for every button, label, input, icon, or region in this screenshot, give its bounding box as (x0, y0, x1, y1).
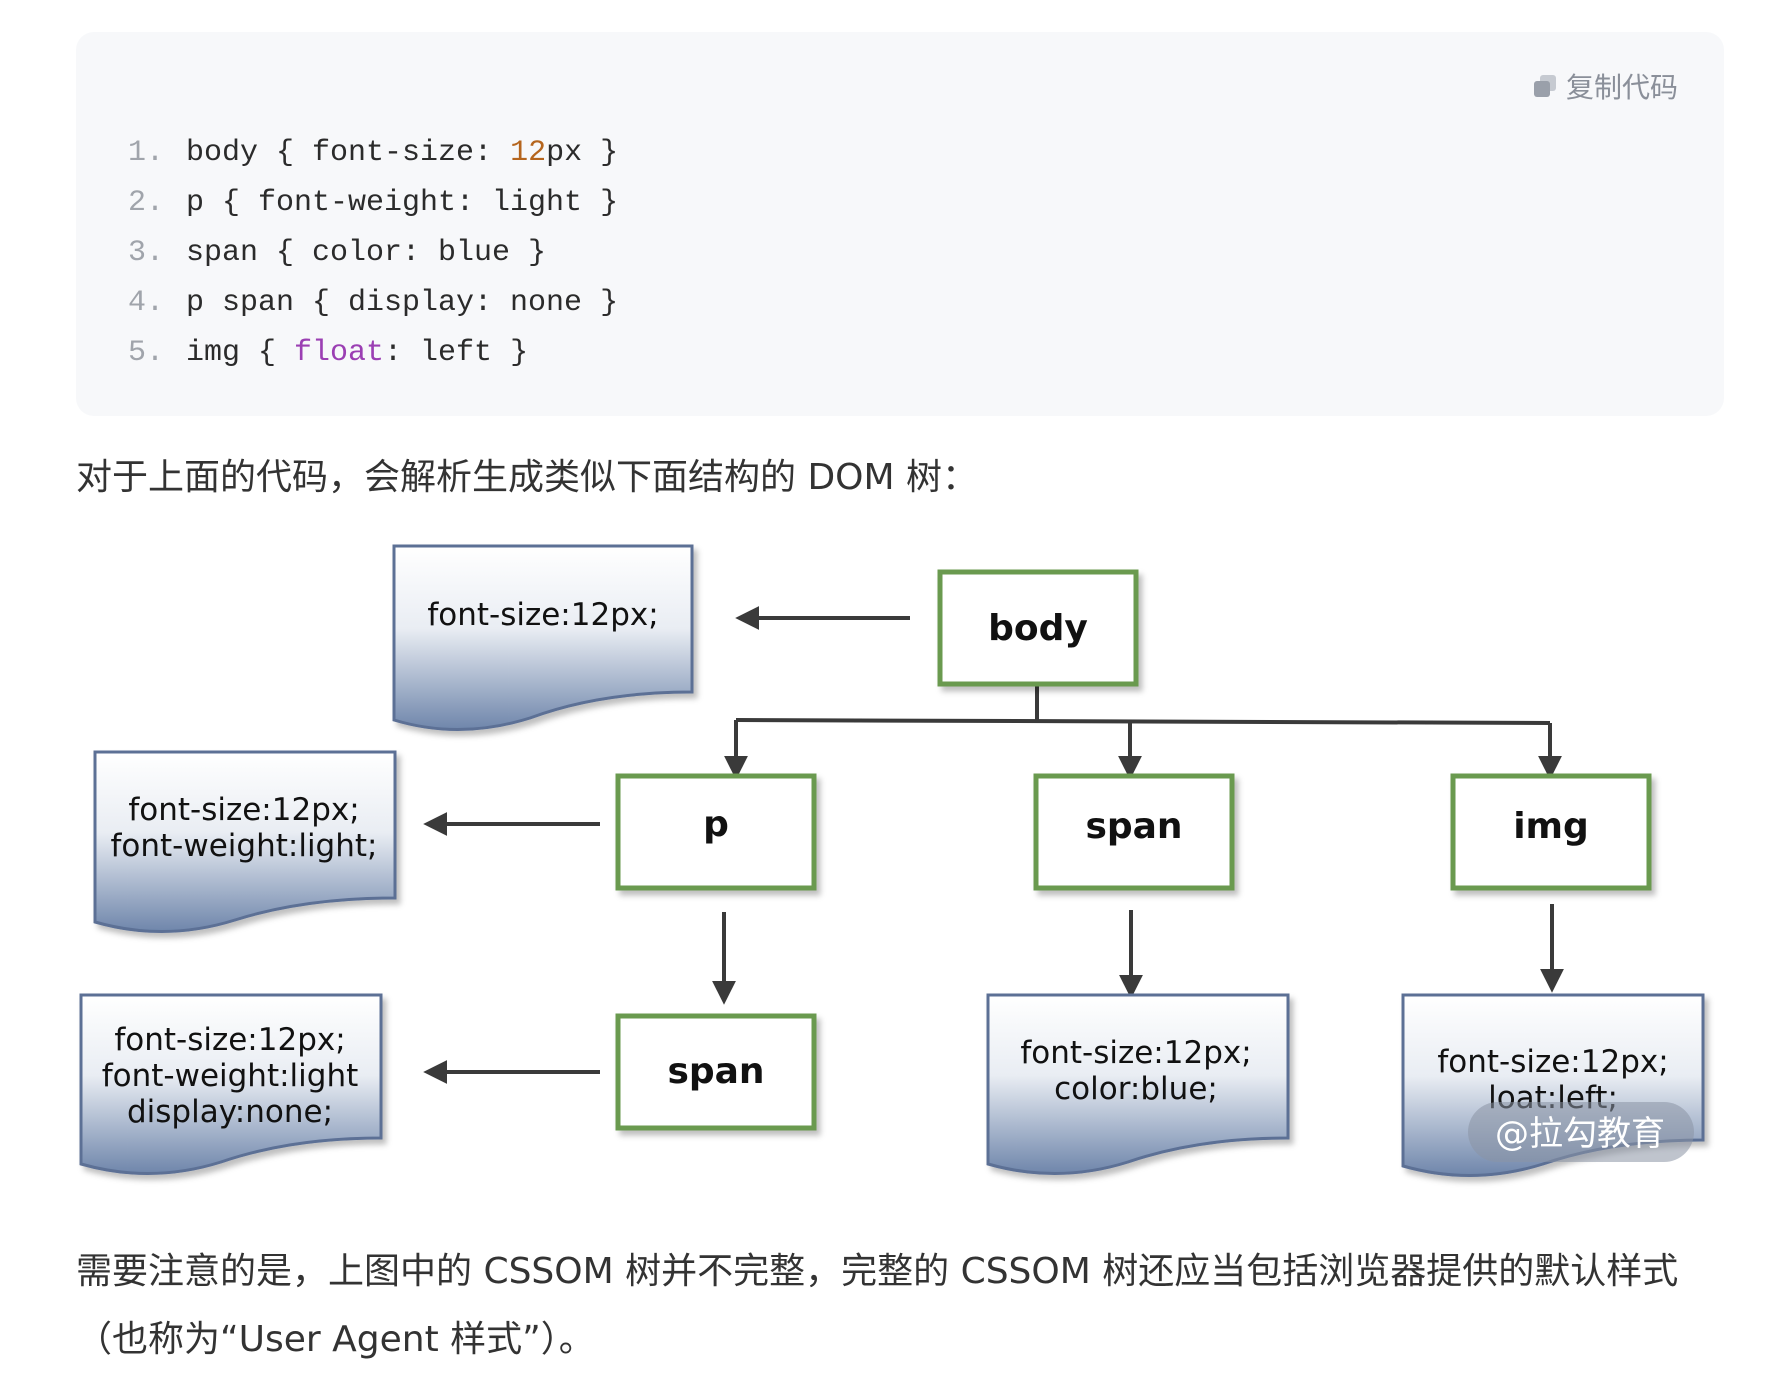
tree-connectors (712, 686, 1564, 1005)
line-number: 4. (128, 286, 165, 320)
style-doc-img-line1: font-size:12px; (1437, 1044, 1668, 1080)
intro-paragraph: 对于上面的代码，会解析生成类似下面结构的 DOM 树： (76, 457, 979, 498)
node-body-label: body (988, 608, 1088, 649)
node-span-child-label: span (667, 1051, 764, 1092)
node-span (1033, 773, 1235, 891)
style-doc-span (986, 993, 1290, 1176)
style-doc-body (392, 544, 694, 731)
node-img-label: img (1513, 806, 1589, 847)
line-number: 2. (128, 186, 165, 220)
style-doc-p-line2: font-weight:light; (111, 828, 378, 864)
style-doc-span-line2: color:blue; (1054, 1071, 1218, 1107)
line-number: 3. (128, 236, 165, 270)
style-doc-span-line1: font-size:12px; (1020, 1035, 1251, 1071)
watermark-text: @拉勾教育 (1495, 1114, 1665, 1154)
style-doc-body-label: font-size:12px; (427, 597, 658, 633)
style-doc-p (93, 750, 397, 934)
node-body (937, 569, 1139, 687)
copy-code-button[interactable]: 复制代码 (1533, 66, 1678, 106)
cssom-tree-diagram: font-size:12px; font-size:12px; font-wei… (79, 544, 1705, 1178)
style-doc-p-span (79, 993, 383, 1176)
code-line: 4. p span { display: none } (128, 278, 618, 328)
code-token: 12 (510, 136, 547, 170)
copy-icon (1533, 75, 1556, 97)
node-img (1450, 773, 1652, 891)
node-p (615, 773, 817, 891)
code-line: 3. span { color: blue } (128, 228, 618, 278)
code-token: px } (546, 136, 619, 170)
code-line: 2. p { font-weight: light } (128, 178, 618, 228)
code-token: img { (186, 336, 295, 370)
node-span-child (615, 1013, 817, 1131)
code-token: p span { display: none } (186, 286, 619, 320)
style-arrows (423, 606, 910, 1084)
code-token: body { font-size: (186, 136, 511, 170)
style-doc-p-line1: font-size:12px; (128, 792, 359, 828)
style-doc-p-span-line1: font-size:12px; (114, 1022, 345, 1058)
code-token: : left } (384, 336, 529, 370)
note-paragraph: 需要注意的是，上图中的 CSSOM 树并不完整，完整的 CSSOM 树还应当包括… (76, 1251, 1679, 1360)
style-doc-p-span-line3: display:none; (127, 1094, 333, 1130)
node-p-label: p (703, 804, 729, 845)
watermark: @拉勾教育 (1468, 1102, 1694, 1162)
copy-code-label: 复制代码 (1565, 72, 1678, 103)
code-token: p { font-weight: light } (186, 186, 619, 220)
line-number: 1. (128, 136, 165, 170)
line-number: 5. (128, 336, 165, 370)
style-doc-p-span-line2: font-weight:light (102, 1058, 359, 1094)
code-token: float (294, 336, 385, 370)
code-token: span { color: blue } (186, 236, 547, 270)
node-span-label: span (1085, 806, 1182, 847)
code-line: 5. img { float: left } (128, 328, 618, 378)
